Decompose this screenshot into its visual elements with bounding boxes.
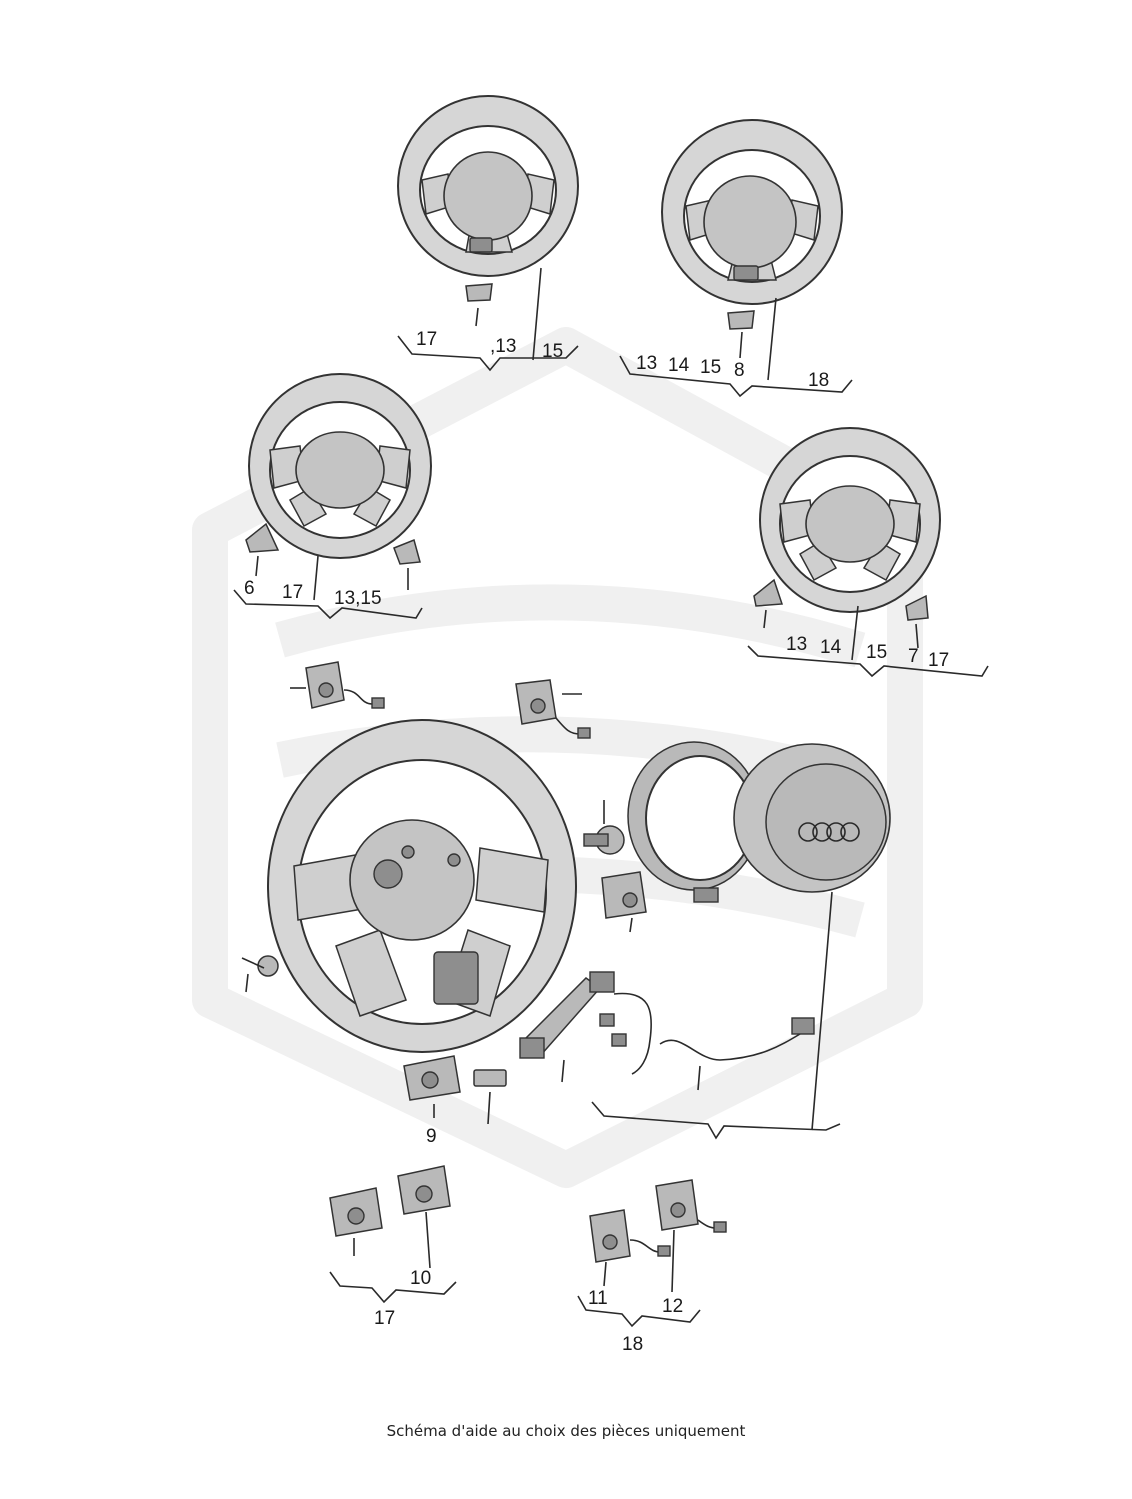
main-steering-wheel[interactable]	[267, 719, 577, 1053]
callout-g6: 18	[622, 1334, 643, 1355]
trim-cover-8a	[465, 283, 493, 302]
callout-g2-2: 15	[700, 357, 721, 378]
switch-module-right[interactable]	[601, 871, 647, 933]
callout-g4-1: 14	[820, 637, 842, 658]
switch-module-10-left[interactable]	[329, 1187, 383, 1256]
callout-g2-4: 18	[808, 370, 829, 391]
callout-g1-1: ,13	[490, 336, 516, 357]
callout-assembly	[591, 891, 841, 1140]
callout-group-5: 10 17	[329, 1211, 457, 1329]
callout-g4-3: 7	[908, 646, 919, 667]
callout-12: 12	[662, 1296, 683, 1317]
steering-wheel-variant-1[interactable]	[397, 95, 579, 302]
callout-group-1: 17 ,13 15	[397, 267, 579, 372]
callout-g2-3: 8	[734, 360, 745, 381]
callout-g4-0: 13	[786, 634, 807, 655]
steering-wheel-variant-4[interactable]	[753, 427, 941, 621]
callout-10: 10	[410, 1268, 431, 1289]
small-button-plate[interactable]	[473, 1069, 507, 1125]
callout-group-4: 13 14 15 7 17	[747, 605, 989, 678]
diagram-caption: Schéma d'aide au choix des pièces unique…	[386, 1422, 746, 1440]
callout-g2-0: 13	[636, 353, 657, 374]
callout-group-6: 11 12 18	[577, 1229, 701, 1355]
callout-g1-0: 17	[416, 329, 437, 350]
bolt[interactable]	[583, 800, 625, 855]
paddle-shifter-right	[393, 538, 421, 565]
callout-group-3: 6 17 13,15	[233, 555, 423, 620]
screw[interactable]	[241, 955, 279, 993]
callout-g3-0: 6	[244, 578, 255, 599]
airbag-frame-ring[interactable]	[627, 741, 761, 903]
switch-module-lower-left[interactable]	[403, 1055, 461, 1118]
trim-cover-8	[727, 310, 755, 330]
switch-module-10-right[interactable]	[397, 1165, 451, 1215]
callout-11: 11	[588, 1288, 608, 1309]
switch-module-upper-left[interactable]	[290, 661, 385, 709]
airbag-unit[interactable]	[733, 743, 891, 893]
callout-g3-2: 13,15	[334, 588, 382, 609]
switch-module-11[interactable]	[589, 1209, 671, 1263]
steering-wheel-variant-2[interactable]	[661, 119, 843, 330]
paddle-shifter-left	[245, 522, 280, 553]
callout-9: 9	[426, 1126, 437, 1147]
callout-group-2: 13 14 15 8 18	[619, 297, 853, 398]
callout-g4-2: 15	[866, 642, 887, 663]
callout-g1-2: 15	[542, 341, 563, 362]
callout-g4-4: 17	[928, 650, 949, 671]
steering-wheel-variant-3[interactable]	[245, 373, 432, 565]
paddle-shifter-left-2	[753, 578, 784, 607]
switch-module-12[interactable]	[655, 1179, 727, 1233]
switch-module-upper-right[interactable]	[515, 679, 591, 739]
callout-g5: 17	[374, 1308, 395, 1329]
callout-g3-1: 17	[282, 582, 303, 603]
callout-g2-1: 14	[668, 355, 690, 376]
wiring-harness[interactable]	[519, 971, 815, 1091]
paddle-shifter-right-2	[905, 594, 929, 621]
